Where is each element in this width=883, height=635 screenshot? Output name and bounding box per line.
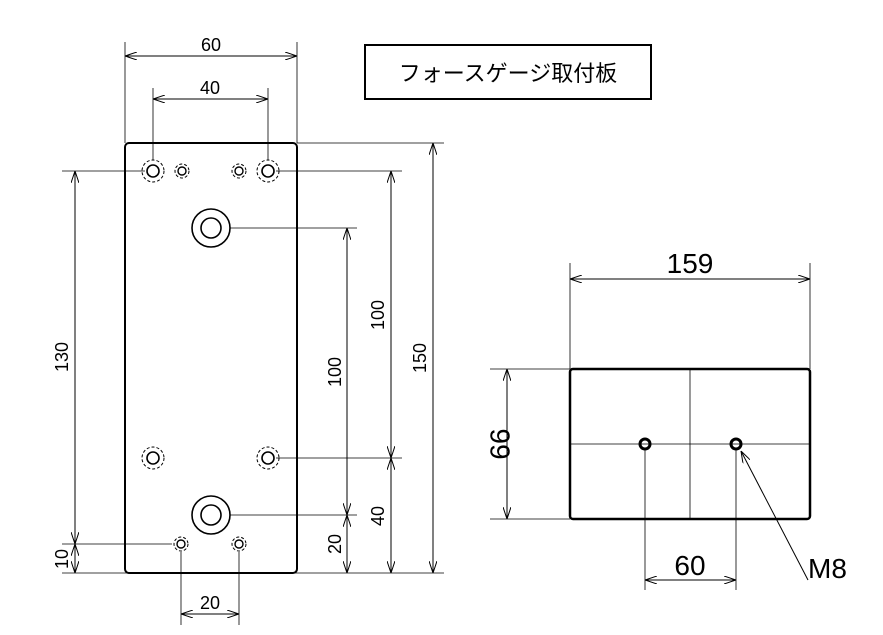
dim-text-60-side: 60: [674, 550, 705, 581]
dim-text-40: 40: [200, 78, 220, 98]
counterbore-hole: [141, 159, 165, 183]
drawing-title-text: フォースゲージ取付板: [398, 62, 618, 87]
drawing-title: フォースゲージ取付板: [364, 44, 652, 100]
tapped-hole: [173, 536, 189, 552]
front-view: 60 40 130 10 100 20 100 40 150 20: [52, 35, 444, 625]
thread-label-m8: M8: [808, 553, 847, 584]
dim-text-20-vertical: 20: [325, 534, 345, 554]
counterbore-hole: [256, 159, 280, 183]
side-center-lines: [570, 369, 810, 519]
m8-hole: [729, 437, 743, 451]
m8-hole: [638, 437, 652, 451]
dim-text-150: 150: [410, 343, 430, 373]
dim-text-100-inner: 100: [325, 357, 345, 387]
tapped-hole: [231, 163, 247, 179]
dim-text-20-horizontal: 20: [200, 593, 220, 613]
large-hole-top: [191, 208, 231, 248]
side-dimension-lines: [507, 279, 810, 580]
side-tapped-holes: [638, 437, 743, 451]
front-holes: [141, 159, 280, 552]
tapped-hole: [174, 163, 190, 179]
dim-text-159: 159: [667, 248, 714, 279]
dim-text-60: 60: [201, 35, 221, 55]
side-view: 159 99 60 M8: [485, 248, 847, 590]
m8-leader-line: [741, 451, 809, 581]
dim-text-130: 130: [52, 342, 72, 372]
front-dimension-lines: [75, 56, 433, 614]
counterbore-hole: [256, 446, 280, 470]
dim-text-100-outer: 100: [368, 300, 388, 330]
dim-text-10: 10: [52, 549, 72, 569]
tapped-hole: [231, 536, 247, 552]
plate-outline: [124, 142, 298, 574]
counterbore-hole: [141, 446, 165, 470]
dim-text-99: 99: [485, 428, 516, 459]
large-hole-bottom: [191, 495, 231, 535]
dim-text-40-vertical: 40: [368, 506, 388, 526]
front-extension-lines: [62, 42, 444, 625]
side-extension-lines: [490, 263, 811, 590]
